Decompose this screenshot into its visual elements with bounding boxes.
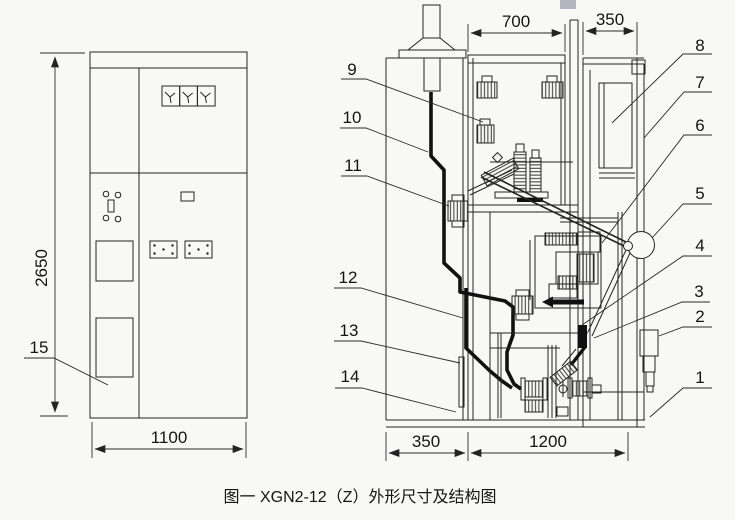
support-channel (458, 356, 465, 408)
meter-needle-icon (200, 91, 211, 104)
disconnector-switch (467, 143, 573, 202)
contact-arm-pointer (542, 296, 584, 308)
svg-text:11: 11 (344, 156, 362, 175)
svg-text:2: 2 (695, 307, 704, 326)
bolt-head (491, 151, 504, 164)
dim-height-label: 2650 (32, 249, 51, 287)
dim-top-rear-depth: 350 (582, 10, 638, 55)
corner-block (631, 59, 646, 75)
callout-6: 6 (601, 116, 712, 244)
side-view (385, 4, 659, 428)
callout-9: 9 (341, 60, 484, 123)
lower-mechanism (490, 325, 602, 418)
callout-4: 4 (581, 236, 712, 326)
callout-5: 5 (651, 184, 712, 239)
drive-link (569, 345, 587, 367)
linkage-rods (587, 249, 631, 337)
cable-terminal (520, 377, 548, 413)
callout-11: 11 (341, 156, 450, 207)
svg-text:13: 13 (340, 321, 359, 340)
side-bracket (639, 329, 659, 393)
front-view (89, 51, 248, 419)
base-frame (386, 419, 645, 428)
callout-10: 10 (340, 108, 429, 153)
dim-top-depth: 700 (467, 12, 566, 52)
watermark-square (560, 0, 576, 9)
dim-bottom-main-label: 1200 (529, 432, 567, 451)
riser-panel (598, 82, 633, 169)
svg-text:6: 6 (695, 116, 704, 135)
callout-13: 13 (334, 321, 461, 364)
callout-8: 8 (611, 36, 712, 124)
terminal-right (567, 377, 602, 399)
callout-15: 15 (24, 338, 109, 386)
dim-width-label: 1100 (151, 428, 188, 447)
busbar-insulator (476, 75, 498, 99)
svg-text:8: 8 (695, 36, 704, 55)
rod-pivot (623, 241, 633, 251)
svg-text:15: 15 (30, 338, 49, 357)
callout-2: 2 (658, 307, 712, 337)
dim-top-depth-label: 700 (502, 12, 530, 31)
svg-text:10: 10 (343, 108, 362, 127)
panel-meters (161, 85, 216, 107)
vent-plate-right (184, 240, 213, 259)
current-transformer-bar (578, 325, 587, 348)
meter-needle-icon (164, 91, 176, 104)
callout-14: 14 (335, 367, 457, 413)
busbar-insulator (541, 75, 564, 99)
wall-bushing-lower (511, 289, 534, 321)
inspection-window-lower (95, 317, 134, 378)
circuit-breaker (529, 231, 602, 309)
dim-cabinet-height: 2650 (32, 52, 85, 417)
callout-1: 1 (649, 368, 712, 418)
cabinet-outline (89, 51, 248, 419)
power-cable (429, 92, 523, 391)
dim-cabinet-width: 1100 (91, 422, 247, 458)
svg-text:4: 4 (695, 236, 704, 255)
meter-needle-icon (182, 91, 194, 104)
dimensions: 2650 1100 700 350 350 (32, 10, 638, 461)
callout-12: 12 (334, 268, 464, 319)
link-insulator (549, 360, 579, 387)
svg-text:9: 9 (347, 60, 356, 79)
busbar-compartment (467, 54, 566, 206)
roof-bushing (398, 4, 467, 92)
nameplate (180, 191, 195, 202)
dim-top-rear-label: 350 (596, 10, 624, 29)
door-lock (102, 190, 122, 223)
wall-bushing-upper (447, 194, 469, 228)
vent-plate-left (149, 240, 178, 259)
callout-3: 3 (593, 282, 710, 339)
svg-text:5: 5 (695, 184, 704, 203)
busbar-insulator (476, 118, 495, 144)
dim-bottom-main-depth: 1200 (470, 432, 629, 461)
svg-text:1: 1 (695, 368, 704, 387)
dim-bottom-front-depth: 350 (385, 432, 469, 461)
callouts: 9 10 11 12 13 14 15 8 (24, 36, 712, 418)
svg-text:12: 12 (339, 268, 358, 287)
svg-text:14: 14 (341, 367, 360, 386)
svg-text:3: 3 (694, 282, 703, 301)
dim-bottom-front-label: 350 (412, 432, 440, 451)
callout-7: 7 (643, 73, 712, 139)
inspection-window-upper (95, 240, 134, 282)
figure-caption: 图一 XGN2-12（Z）外形尺寸及结构图 (224, 488, 497, 506)
svg-text:7: 7 (695, 73, 704, 92)
